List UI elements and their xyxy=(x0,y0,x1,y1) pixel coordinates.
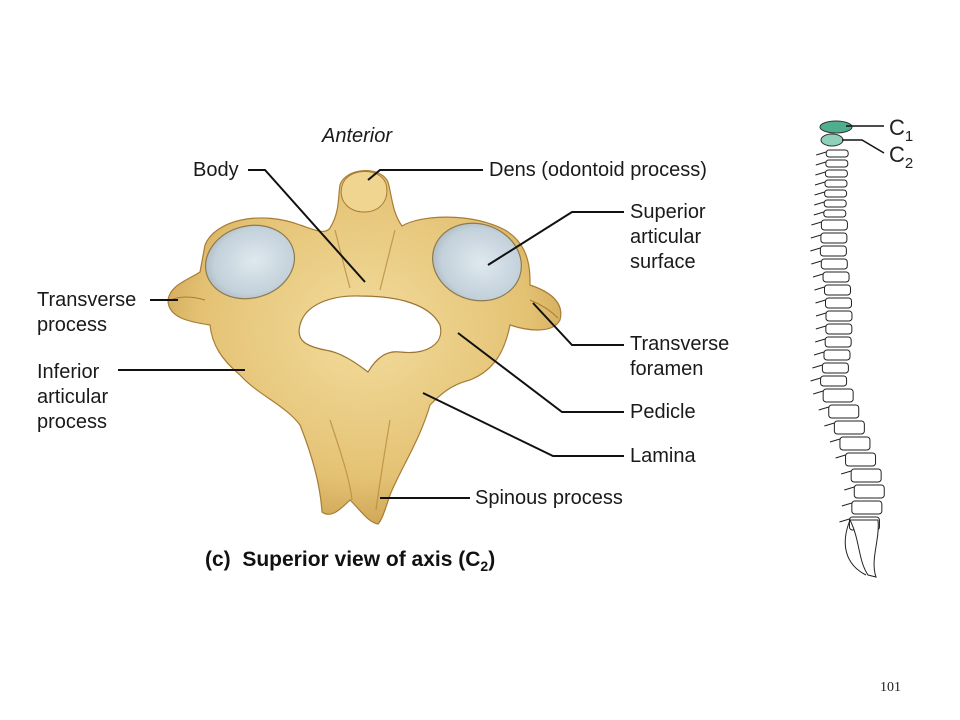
superior-articular-line-1: Superior xyxy=(630,201,706,223)
c1-label: C1 xyxy=(889,115,913,145)
transverse-foramen-line-1: Transverse xyxy=(630,333,730,355)
caption-suffix: ) xyxy=(488,548,496,571)
vertebral-foramen xyxy=(298,295,442,373)
spinous-process-label: Spinous process xyxy=(475,487,623,509)
c1-letter: C xyxy=(889,115,905,140)
leader-lines xyxy=(118,169,624,499)
c2-subscript: 2 xyxy=(904,155,914,172)
caption-text: Superior view of axis (C xyxy=(242,548,481,571)
inferior-articular-label: Inferior articular process xyxy=(37,360,108,435)
c2-letter: C xyxy=(889,142,905,167)
page-number: 101 xyxy=(880,680,901,695)
superior-articular-label: Superior articular surface xyxy=(630,200,706,275)
inferior-articular-line-1: Inferior xyxy=(37,361,100,383)
spinous-shading xyxy=(329,419,391,511)
left-articular-surface xyxy=(204,224,296,300)
caption-subscript: 2 xyxy=(480,558,489,575)
leader-lamina xyxy=(422,392,624,457)
anterior-label: Anterior xyxy=(322,125,393,147)
transverse-shading-right xyxy=(529,299,559,319)
body-shading xyxy=(334,229,396,291)
leader-pedicle xyxy=(457,332,624,413)
leader-body xyxy=(248,169,366,283)
transverse-foramen-line-2: foramen xyxy=(630,358,704,380)
inferior-articular-line-3: process xyxy=(37,411,108,433)
dens-label: Dens (odontoid process) xyxy=(489,159,707,181)
c1-subscript: 1 xyxy=(904,128,914,145)
inferior-articular-line-2: articular xyxy=(37,386,109,408)
transverse-process-line-1: Transverse xyxy=(37,289,137,311)
lamina-label: Lamina xyxy=(630,445,696,467)
transverse-process-label: Transverse process xyxy=(37,288,136,338)
leader-transverse-foramen xyxy=(532,302,624,346)
dens xyxy=(340,171,388,213)
superior-articular-line-3: surface xyxy=(630,251,696,273)
c2-label: C2 xyxy=(889,142,913,172)
leader-dens xyxy=(367,169,483,181)
caption-prefix: (c) xyxy=(205,548,231,571)
leader-superior-articular xyxy=(487,211,624,266)
superior-articular-line-2: articular xyxy=(630,226,702,248)
pedicle-label: Pedicle xyxy=(630,401,696,423)
transverse-process-line-2: process xyxy=(37,314,108,336)
body-label: Body xyxy=(193,159,239,181)
figure-caption: (c) Superior view of axis (C2) xyxy=(205,548,495,574)
right-articular-surface xyxy=(432,222,522,302)
transverse-foramen-label: Transverse foramen xyxy=(630,332,729,382)
